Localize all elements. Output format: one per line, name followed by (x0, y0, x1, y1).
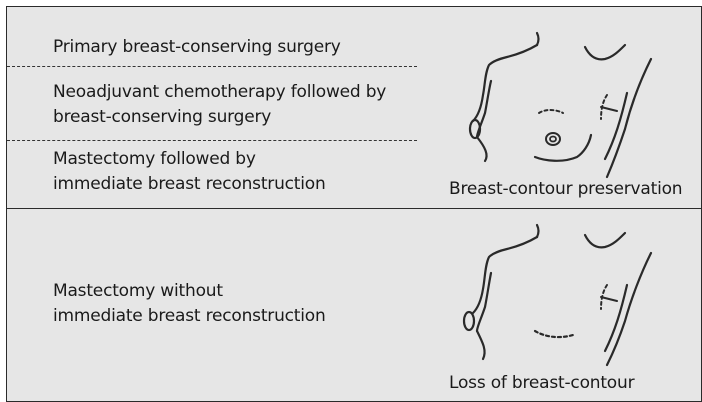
option-line: breast-conserving surgery (53, 105, 386, 130)
loss-of-breast-contour-panel: Mastectomy without immediate breast reco… (6, 208, 702, 402)
option-mastectomy-no-reconstruction: Mastectomy without immediate breast reco… (53, 279, 326, 329)
option-line: Mastectomy without (53, 279, 326, 304)
option-line: Mastectomy followed by (53, 147, 326, 172)
option-primary-bcs: Primary breast-conserving surgery (53, 35, 341, 60)
dashed-divider (7, 140, 417, 141)
option-mastectomy-reconstruction: Mastectomy followed by immediate breast … (53, 147, 326, 197)
breast-contour-preservation-panel: Primary breast-conserving surgery Neoadj… (6, 6, 702, 209)
option-line: immediate breast reconstruction (53, 304, 326, 329)
option-neoadjuvant-bcs: Neoadjuvant chemotherapy followed by bre… (53, 80, 386, 130)
dashed-divider (7, 66, 417, 67)
preserved-breast-sketch (455, 29, 675, 189)
mastectomy-sketch (455, 225, 675, 375)
option-line: immediate breast reconstruction (53, 172, 326, 197)
option-line: Neoadjuvant chemotherapy followed by (53, 80, 386, 105)
option-line: Primary breast-conserving surgery (53, 35, 341, 60)
outcome-caption: Loss of breast-contour (449, 373, 634, 393)
outcome-caption: Breast-contour preservation (449, 179, 682, 199)
